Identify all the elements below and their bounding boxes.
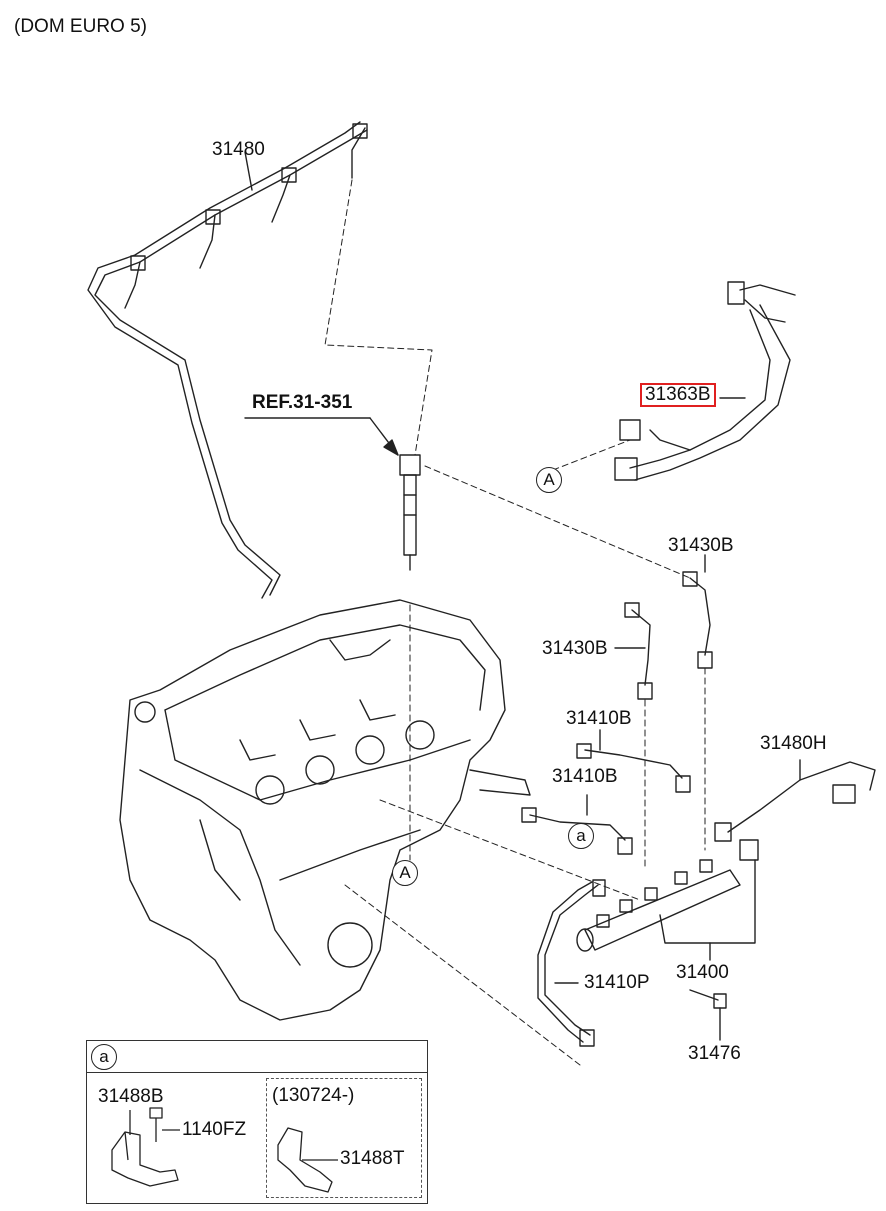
dashed-guides — [324, 179, 706, 1066]
part-label-31363B[interactable]: 31363B — [640, 383, 716, 407]
pipe-31430B-mid — [614, 602, 653, 700]
part-label-31430B-top[interactable]: 31430B — [668, 535, 734, 556]
bolt-31476 — [689, 989, 727, 1041]
injector — [399, 454, 421, 571]
part-label-31410B-top[interactable]: 31410B — [566, 708, 632, 729]
part-label-31488B[interactable]: 31488B — [98, 1086, 164, 1107]
marker-A-engine: A — [392, 860, 418, 886]
inset-a-header-divider — [86, 1040, 427, 1073]
part-label-31430B-mid[interactable]: 31430B — [542, 638, 608, 659]
fuel-hose-31363B — [614, 281, 796, 481]
part-label-31400[interactable]: 31400 — [676, 962, 729, 983]
common-rail-31400 — [576, 839, 759, 961]
pipe-31410P — [537, 879, 606, 1047]
inset-a-box — [86, 1040, 428, 1204]
harness-31480H — [714, 759, 876, 842]
marker-a-rail: a — [568, 823, 594, 849]
inset-date-range: (130724-) — [272, 1085, 355, 1106]
pipe-31430B-top — [682, 554, 713, 669]
part-label-31410P[interactable]: 31410P — [584, 972, 650, 993]
pipe-31410B-top — [576, 729, 691, 793]
part-label-31480[interactable]: 31480 — [212, 139, 265, 160]
return-hose-31480 — [87, 121, 368, 599]
part-label-1140FZ[interactable]: 1140FZ — [182, 1119, 247, 1140]
part-label-31410B-mid[interactable]: 31410B — [552, 766, 618, 787]
marker-A-top: A — [536, 467, 562, 493]
part-label-31480H[interactable]: 31480H — [760, 733, 827, 754]
engine-block — [119, 599, 531, 1021]
inset-variant-box — [266, 1078, 422, 1198]
part-label-31488T[interactable]: 31488T — [340, 1148, 405, 1169]
ref-arrow — [244, 417, 399, 456]
part-label-31476[interactable]: 31476 — [688, 1043, 741, 1064]
ref-label[interactable]: REF.31-351 — [252, 392, 353, 413]
header-note: (DOM EURO 5) — [14, 16, 147, 37]
inset-marker-a: a — [91, 1044, 117, 1070]
